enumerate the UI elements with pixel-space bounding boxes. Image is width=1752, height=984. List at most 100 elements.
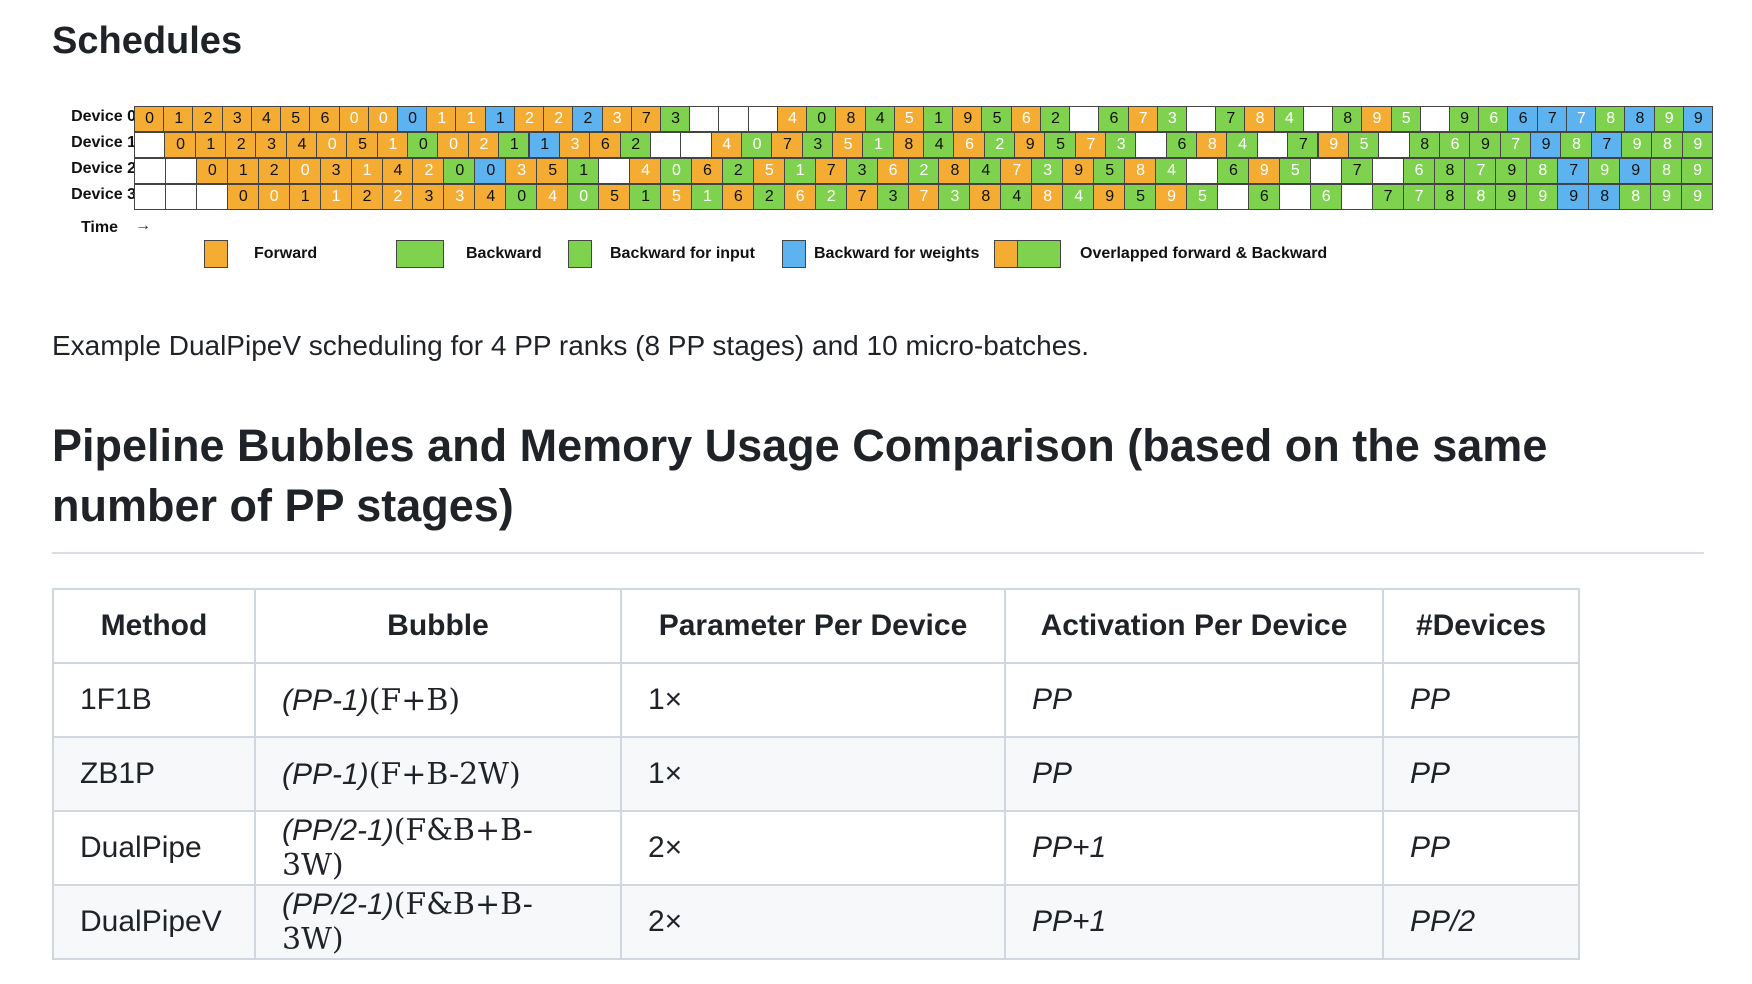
micro-batch-index: 8 [1445,162,1455,179]
micro-batch-index: 5 [992,110,1002,127]
schedule-cell: 2 [572,106,603,132]
micro-batch-index: 7 [1476,162,1486,179]
micro-batch-index: 0 [517,188,527,205]
schedule-cell: 1 [376,132,409,158]
micro-batch-index: 6 [1321,188,1331,205]
schedule-cell [1186,106,1217,132]
schedule-cell: 3 [601,106,632,132]
micro-batch-index: 0 [145,110,155,127]
micro-batch-index: 6 [1021,110,1031,127]
micro-batch-index: 1 [362,162,372,179]
schedule-cell: 9 [952,106,983,132]
micro-batch-index: 6 [1450,136,1460,153]
micro-batch-index: 5 [1359,136,1369,153]
micro-batch-index: 7 [1352,162,1362,179]
micro-batch-index: 1 [174,110,184,127]
bubble-cell: (PP-1)(F+B) [254,662,622,738]
schedule-cell: 3 [558,132,591,158]
schedule-cell: 6 [589,132,621,158]
schedule-cell: 2 [619,132,651,158]
schedule-cell: 3 [255,132,287,158]
schedule-cell: 7 [1402,184,1435,210]
schedule-cell: 9 [1681,132,1713,158]
schedule-cell: 5 [1347,132,1380,158]
micro-batch-index: 9 [1259,162,1269,179]
micro-batch-index: 2 [525,110,534,127]
micro-batch-index: 7 [1414,188,1424,205]
schedule-cell [1309,158,1342,184]
micro-batch-index: 1 [206,136,216,153]
schedule-cell: 8 [1588,184,1621,210]
schedule-cell: 0 [397,106,428,132]
micro-batch-index: 3 [1167,110,1177,127]
micro-batch-index: 4 [1238,136,1248,153]
micro-batch-index: 5 [548,162,558,179]
schedule-cell: 4 [969,158,1002,184]
micro-batch-index: 2 [393,188,403,205]
micro-batch-index: 1 [934,110,944,127]
schedule-cell: 3 [938,184,971,210]
schedule-cell: 1 [350,158,383,184]
micro-batch-index: 9 [1167,188,1176,205]
schedule-cell: 8 [1196,132,1228,158]
micro-batch-index: 7 [1226,110,1236,127]
schedule-cell: 6 [690,158,723,184]
micro-batch-index: 8 [1606,110,1616,127]
micro-batch-index: 5 [904,110,914,127]
micro-batch-index: 7 [1577,110,1586,127]
schedule-cell: 6 [1165,132,1198,158]
schedule-cell: 6 [1507,106,1538,132]
micro-batch-index: 9 [1507,162,1517,179]
schedule-cell: 0 [338,106,369,132]
schedule-cell: 0 [806,106,837,132]
micro-batch-index: 0 [269,188,279,205]
schedule-cell: 2 [752,184,785,210]
micro-batch-index: 1 [579,162,589,179]
schedule-cell: 8 [1651,132,1683,158]
schedule-cell: 6 [1478,106,1509,132]
micro-batch-index: 5 [1136,188,1146,205]
forward-swatch [204,240,228,268]
header-activation: Activation Per Device [1004,588,1384,664]
bubble-formula: (F&B+B-3W) [282,887,533,957]
micro-batch-index: 7 [857,188,867,205]
schedule-cell: 7 [1000,158,1033,184]
micro-batch-index: 2 [764,188,774,205]
schedule-cell: 3 [443,184,476,210]
micro-batch-index: 8 [1600,188,1610,205]
schedule-cell [134,158,166,184]
micro-batch-index: 7 [1012,162,1022,179]
micro-batch-index: 7 [919,188,929,205]
schedule-cell: 4 [629,158,661,184]
bubble-prefix: (PP/2-1) [282,814,394,847]
schedule-cell: 3 [1156,106,1187,132]
micro-batch-index: 4 [981,162,991,179]
schedule-cell: 2 [1039,106,1071,132]
schedule-cell: 6 [721,184,754,210]
schedule-cell: 7 [1287,132,1319,158]
micro-batch-index: 4 [875,110,885,127]
header-bubble: Bubble [254,588,622,664]
schedule-cell: 5 [1390,106,1421,132]
schedule-cell: 1 [455,106,486,132]
micro-batch-index: 8 [1476,188,1486,205]
schedule-cell: 5 [280,106,311,132]
schedule-cell: 2 [350,184,383,210]
schedule-cell: 9 [1495,184,1528,210]
table-row: 1F1B (PP-1)(F+B) 1× PP PP [52,662,1580,738]
schedule-cell: 1 [319,184,352,210]
micro-batch-index: 1 [238,162,248,179]
micro-batch-index: 8 [1420,136,1430,153]
schedule-cell: 2 [192,106,223,132]
schedule-cell: 7 [845,184,878,210]
schedule-figure: Device 0 Device 1 Device 2 Device 3 Time… [52,104,1713,284]
schedule-cell [747,106,778,132]
schedule-cell: 0 [164,132,196,158]
schedule-cell [1069,106,1100,132]
schedule-cell: 1 [629,184,661,210]
schedule-cell: 4 [710,132,742,158]
schedule-cell: 9 [1093,184,1126,210]
micro-batch-index: 7 [1298,136,1308,153]
micro-batch-index: 7 [782,136,792,153]
micro-batch-index: 8 [1043,188,1053,205]
